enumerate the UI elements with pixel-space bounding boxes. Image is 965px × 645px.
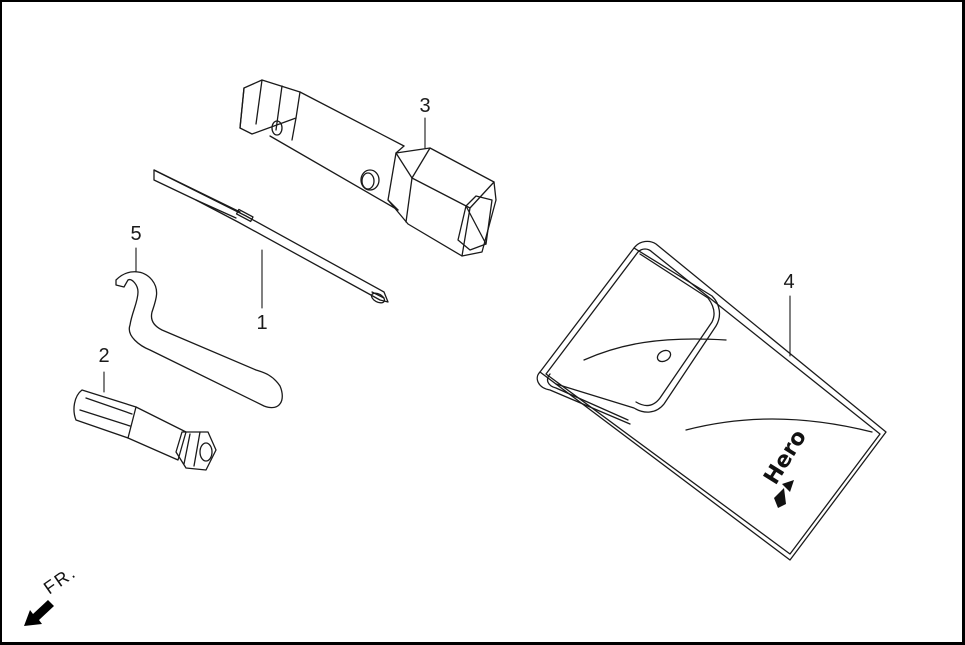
part-2-screwdriver-handle — [73, 389, 217, 471]
callout-1: 1 — [256, 312, 268, 334]
callout-3: 3 — [419, 95, 431, 117]
part-3-box-spanner — [239, 79, 497, 257]
part-4-tool-pouch — [536, 240, 887, 561]
part-1-screwdriver-blade — [153, 169, 389, 304]
leader-lines — [103, 117, 791, 393]
hero-logo-icon — [774, 480, 794, 508]
callout-5: 5 — [130, 223, 142, 245]
callout-4: 4 — [783, 271, 795, 293]
part-5-pin-spanner — [115, 271, 283, 409]
front-direction-arrow-icon — [24, 600, 54, 626]
callout-2: 2 — [98, 345, 110, 367]
